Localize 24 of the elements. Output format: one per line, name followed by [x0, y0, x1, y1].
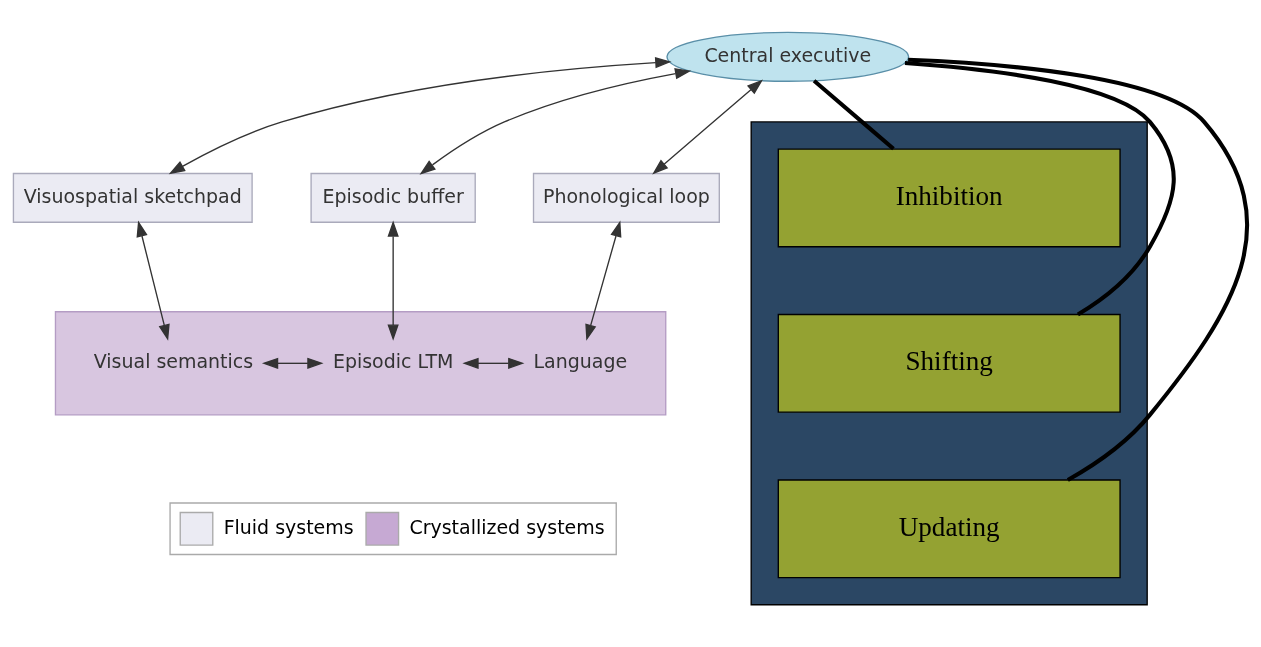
arrow	[168, 56, 672, 174]
node-box: Phonological loop	[532, 172, 720, 223]
node-box: Inhibition	[777, 147, 1121, 247]
cluster	[750, 120, 1148, 605]
connector	[908, 57, 1249, 482]
arrow	[652, 78, 764, 174]
arrow	[261, 357, 324, 369]
node-box: Updating	[777, 478, 1121, 578]
arrow	[387, 220, 399, 341]
arrow	[462, 357, 525, 369]
connector	[904, 60, 1176, 316]
node-box: Visuospatial sketchpad	[12, 172, 253, 223]
arrow	[419, 67, 692, 175]
connector	[812, 78, 895, 150]
node-text: Visual semantics	[93, 349, 254, 372]
cluster	[54, 310, 667, 416]
node-box: Episodic buffer	[310, 172, 476, 223]
legend-label: Crystallized systems	[409, 515, 605, 538]
node-text: Episodic LTM	[332, 349, 454, 372]
legend-label: Fluid systems	[223, 515, 354, 538]
arrow	[136, 220, 170, 341]
node-box: Shifting	[777, 313, 1121, 413]
node-text: Language	[533, 349, 628, 372]
arrow	[585, 220, 622, 341]
